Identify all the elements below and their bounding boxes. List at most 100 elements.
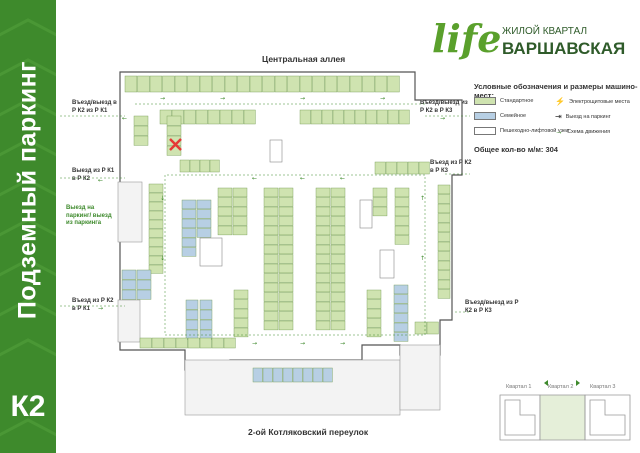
parking-space <box>315 244 331 255</box>
parking-space <box>199 309 213 320</box>
logo-word: life <box>432 16 502 61</box>
parking-space <box>396 161 408 175</box>
parking-space <box>148 255 164 265</box>
parking-space <box>278 301 294 312</box>
parking-space <box>232 206 248 217</box>
parking-space <box>262 75 275 93</box>
parking-space <box>237 75 250 93</box>
parking-space <box>394 187 410 198</box>
parking-space <box>233 299 249 309</box>
parking-space <box>136 289 152 300</box>
parking-space <box>299 75 313 93</box>
parking-space <box>398 109 410 125</box>
parking-space <box>196 209 212 219</box>
parking-space <box>393 294 409 304</box>
parking-space <box>137 75 150 93</box>
parking-space <box>418 161 430 175</box>
parking-space <box>330 187 346 198</box>
parking-space <box>437 279 451 290</box>
parking-space <box>174 75 188 93</box>
parking-space <box>196 218 212 229</box>
parking-space <box>263 197 279 207</box>
parking-space <box>278 235 294 245</box>
parking-space <box>414 321 427 335</box>
parking-space <box>209 159 220 173</box>
parking-space <box>330 292 346 302</box>
parking-space <box>181 218 197 229</box>
parking-space <box>232 187 248 198</box>
parking-space <box>263 301 279 312</box>
parking-space <box>315 311 331 321</box>
parking-space <box>181 228 197 238</box>
parking-space <box>199 337 212 349</box>
parking-space <box>233 318 249 328</box>
parking-space <box>315 263 331 274</box>
parking-space <box>394 225 410 236</box>
parking-space <box>199 319 213 330</box>
exit-label-k1-left: Выезд из Р К1 в Р К2 <box>72 168 115 182</box>
parking-space <box>181 237 197 248</box>
parking-space <box>263 282 279 293</box>
parking-space <box>330 282 346 293</box>
legend-swatch-standard <box>474 97 496 105</box>
exit-label-k3-mid: Въезд из Р К2 в Р К3 <box>430 160 472 174</box>
parking-space <box>330 225 346 236</box>
parking-space <box>278 292 294 302</box>
exit-label-k3-top: Въезд/выезд из Р К2 в Р К3 <box>420 100 468 114</box>
parking-space <box>315 254 331 264</box>
parking-space <box>287 75 300 93</box>
parking-space <box>437 222 451 233</box>
parking-space <box>282 367 293 383</box>
parking-space <box>207 109 220 125</box>
parking-space <box>278 197 294 207</box>
route-arrows: →→→→ ←←← →→→ ↓↓↑↑ ←→←→ <box>98 95 445 347</box>
parking-space <box>437 289 451 299</box>
parking-space <box>315 320 331 331</box>
parking-space <box>366 299 382 309</box>
parking-space <box>437 203 451 214</box>
quarter-label-1: Квартал 1 <box>506 384 532 390</box>
svg-text:→: → <box>160 95 165 102</box>
parking-space <box>349 75 363 93</box>
parking-space <box>315 216 331 226</box>
legend-item-entry: ⇥ Выезд на паркинг <box>555 112 611 121</box>
sidebar-building-code: К2 <box>10 390 46 423</box>
parking-space <box>148 246 164 256</box>
parking-space <box>211 337 224 349</box>
parking-space <box>394 216 410 226</box>
svg-text:←: ← <box>340 175 345 182</box>
parking-space <box>315 301 331 312</box>
parking-space <box>263 187 279 198</box>
parking-space <box>437 184 451 195</box>
svg-text:←: ← <box>252 175 257 182</box>
parking-space <box>315 225 331 236</box>
parking-space <box>437 232 451 242</box>
parking-space <box>185 309 199 320</box>
parking-space <box>394 206 410 217</box>
parking-space <box>233 327 249 338</box>
parking-space <box>179 159 190 173</box>
parking-space <box>372 197 388 207</box>
parking-space <box>278 311 294 321</box>
parking-space <box>315 273 331 283</box>
sidebar-banner: Подземный паркинг К2 <box>0 0 56 453</box>
svg-text:→: → <box>300 95 305 102</box>
parking-space <box>185 299 199 310</box>
parking-space <box>148 183 164 193</box>
parking-space <box>162 75 175 93</box>
exit-label-main: Выезд на паркинг/ выезд из паркинга <box>66 205 112 226</box>
parking-space <box>426 321 439 335</box>
parking-space <box>278 216 294 226</box>
parking-space <box>233 289 249 300</box>
parking-space <box>166 115 182 126</box>
parking-space <box>189 159 200 173</box>
parking-space <box>387 75 400 93</box>
parking-space <box>217 197 233 207</box>
exit-label-k1-bottom: Въезд из Р К2 в Р К1 <box>72 298 114 312</box>
svg-text:→: → <box>252 340 257 347</box>
legend-item-standard: Стандартное <box>474 97 533 105</box>
parking-space <box>148 201 164 211</box>
parking-space <box>278 282 294 293</box>
parking-space <box>148 192 164 202</box>
parking-space <box>217 206 233 217</box>
